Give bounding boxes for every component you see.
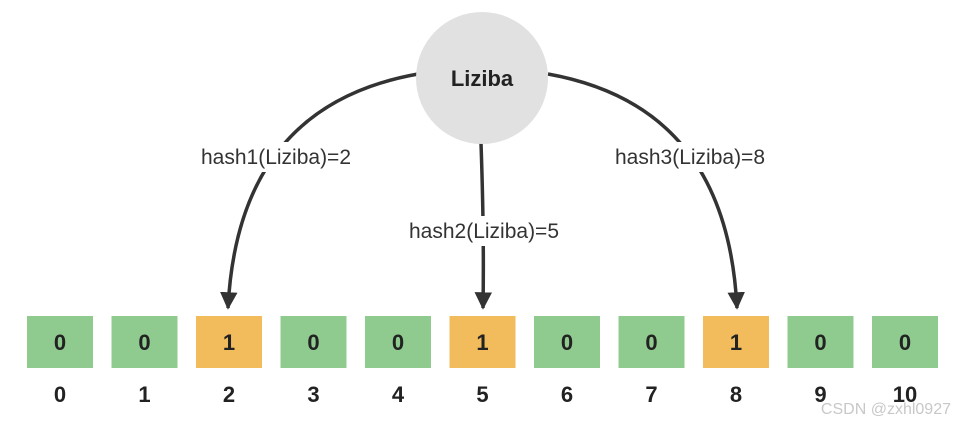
- bit-value: 1: [730, 330, 742, 355]
- bit-cell: 0: [365, 316, 431, 368]
- bit-cell-box: [365, 316, 431, 368]
- bit-value: 1: [476, 330, 488, 355]
- hash2-label: hash2(Liziba)=5: [409, 220, 559, 243]
- bit-index-label: 9: [814, 382, 826, 407]
- element-node: [416, 12, 548, 144]
- bit-cell: 1: [703, 316, 769, 368]
- bit-cell: 0: [787, 316, 854, 368]
- bit-index-label: 4: [392, 382, 405, 407]
- bit-cell-box: [703, 316, 769, 368]
- bit-cell: 0: [534, 316, 600, 368]
- bit-cell: 0: [618, 316, 685, 368]
- bit-index-label: 0: [54, 382, 66, 407]
- hash2-label-group: hash2(Liziba)=5: [385, 216, 581, 246]
- bit-index-label: 5: [476, 382, 488, 407]
- bit-value: 0: [561, 330, 573, 355]
- bit-cell-box: [280, 316, 347, 368]
- bit-cell-box: [27, 316, 93, 368]
- bit-cell-box: [618, 316, 685, 368]
- hash1-label-group: hash1(Liziba)=2: [174, 142, 378, 172]
- watermark: CSDN @zxhl0927: [821, 401, 951, 418]
- bit-index-label: 1: [138, 382, 150, 407]
- bit-indices: 0 1 2 3 4 5 6 7 8 9 10: [54, 382, 917, 407]
- bit-index-label: 8: [730, 382, 742, 407]
- bit-value: 0: [814, 330, 826, 355]
- bit-value: 0: [899, 330, 911, 355]
- bit-cell-box: [534, 316, 600, 368]
- bit-cell: 0: [280, 316, 347, 368]
- bit-index-label: 6: [561, 382, 573, 407]
- bit-cell-box: [196, 316, 262, 368]
- bit-cell-box: [449, 316, 516, 368]
- bit-value: 1: [223, 330, 235, 355]
- bit-cell: 1: [449, 316, 516, 368]
- bit-value: 0: [392, 330, 404, 355]
- bit-cell-box: [787, 316, 854, 368]
- bit-cell-box: [872, 316, 938, 368]
- bit-array: 0 0 1 0 0 1 0 0 1 0 0: [27, 316, 938, 368]
- bit-cell: 0: [111, 316, 178, 368]
- bit-index-label: 7: [645, 382, 657, 407]
- bit-index-label: 3: [307, 382, 319, 407]
- bit-cell-box: [111, 316, 178, 368]
- hash1-arrow: [220, 72, 419, 310]
- hash1-label: hash1(Liziba)=2: [201, 146, 351, 169]
- bit-cell: 0: [872, 316, 938, 368]
- bit-cell: 1: [196, 316, 262, 368]
- bit-index-label: 10: [893, 382, 917, 407]
- bit-cell: 0: [27, 316, 93, 368]
- hash3-arrow: [547, 72, 745, 310]
- bit-index-label: 2: [223, 382, 235, 407]
- bit-value: 0: [54, 330, 66, 355]
- bit-value: 0: [138, 330, 150, 355]
- hash3-label-group: hash3(Liziba)=8: [588, 142, 792, 172]
- bit-value: 0: [645, 330, 657, 355]
- element-node-label: Liziba: [451, 66, 514, 91]
- hash3-label: hash3(Liziba)=8: [615, 146, 765, 169]
- bit-value: 0: [307, 330, 319, 355]
